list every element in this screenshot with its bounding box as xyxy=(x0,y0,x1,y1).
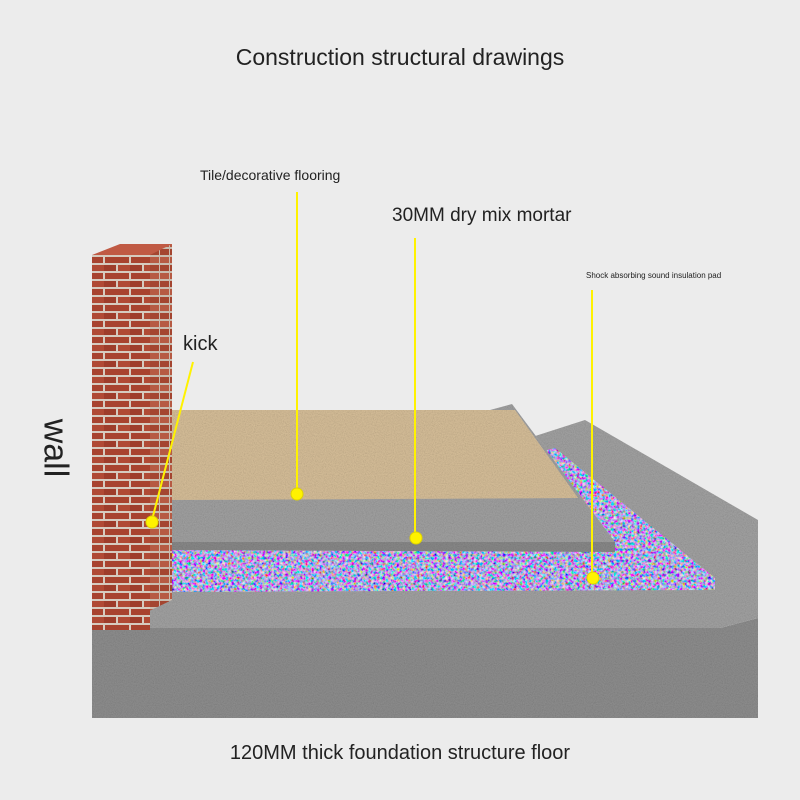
callout-dots xyxy=(145,487,600,585)
label-kick: kick xyxy=(183,333,218,355)
callout-lines xyxy=(151,192,593,578)
label-pad: Shock absorbing sound insulation pad xyxy=(586,271,722,280)
diagram-title: Construction structural drawings xyxy=(235,44,565,70)
label-mortar: 30MM dry mix mortar xyxy=(392,205,572,226)
callout-dot-kick xyxy=(145,515,159,529)
label-tile: Tile/decorative flooring xyxy=(200,167,341,183)
label-wall: wall xyxy=(36,418,75,478)
brick-wall xyxy=(92,244,172,630)
label-foundation: 120MM thick foundation structure floor xyxy=(229,742,571,764)
callout-dot-mortar xyxy=(409,531,423,545)
callout-line-kick xyxy=(151,361,194,521)
callout-dot-tile xyxy=(290,487,304,501)
callout-dot-pad xyxy=(586,571,600,585)
tile-layer xyxy=(165,410,578,500)
